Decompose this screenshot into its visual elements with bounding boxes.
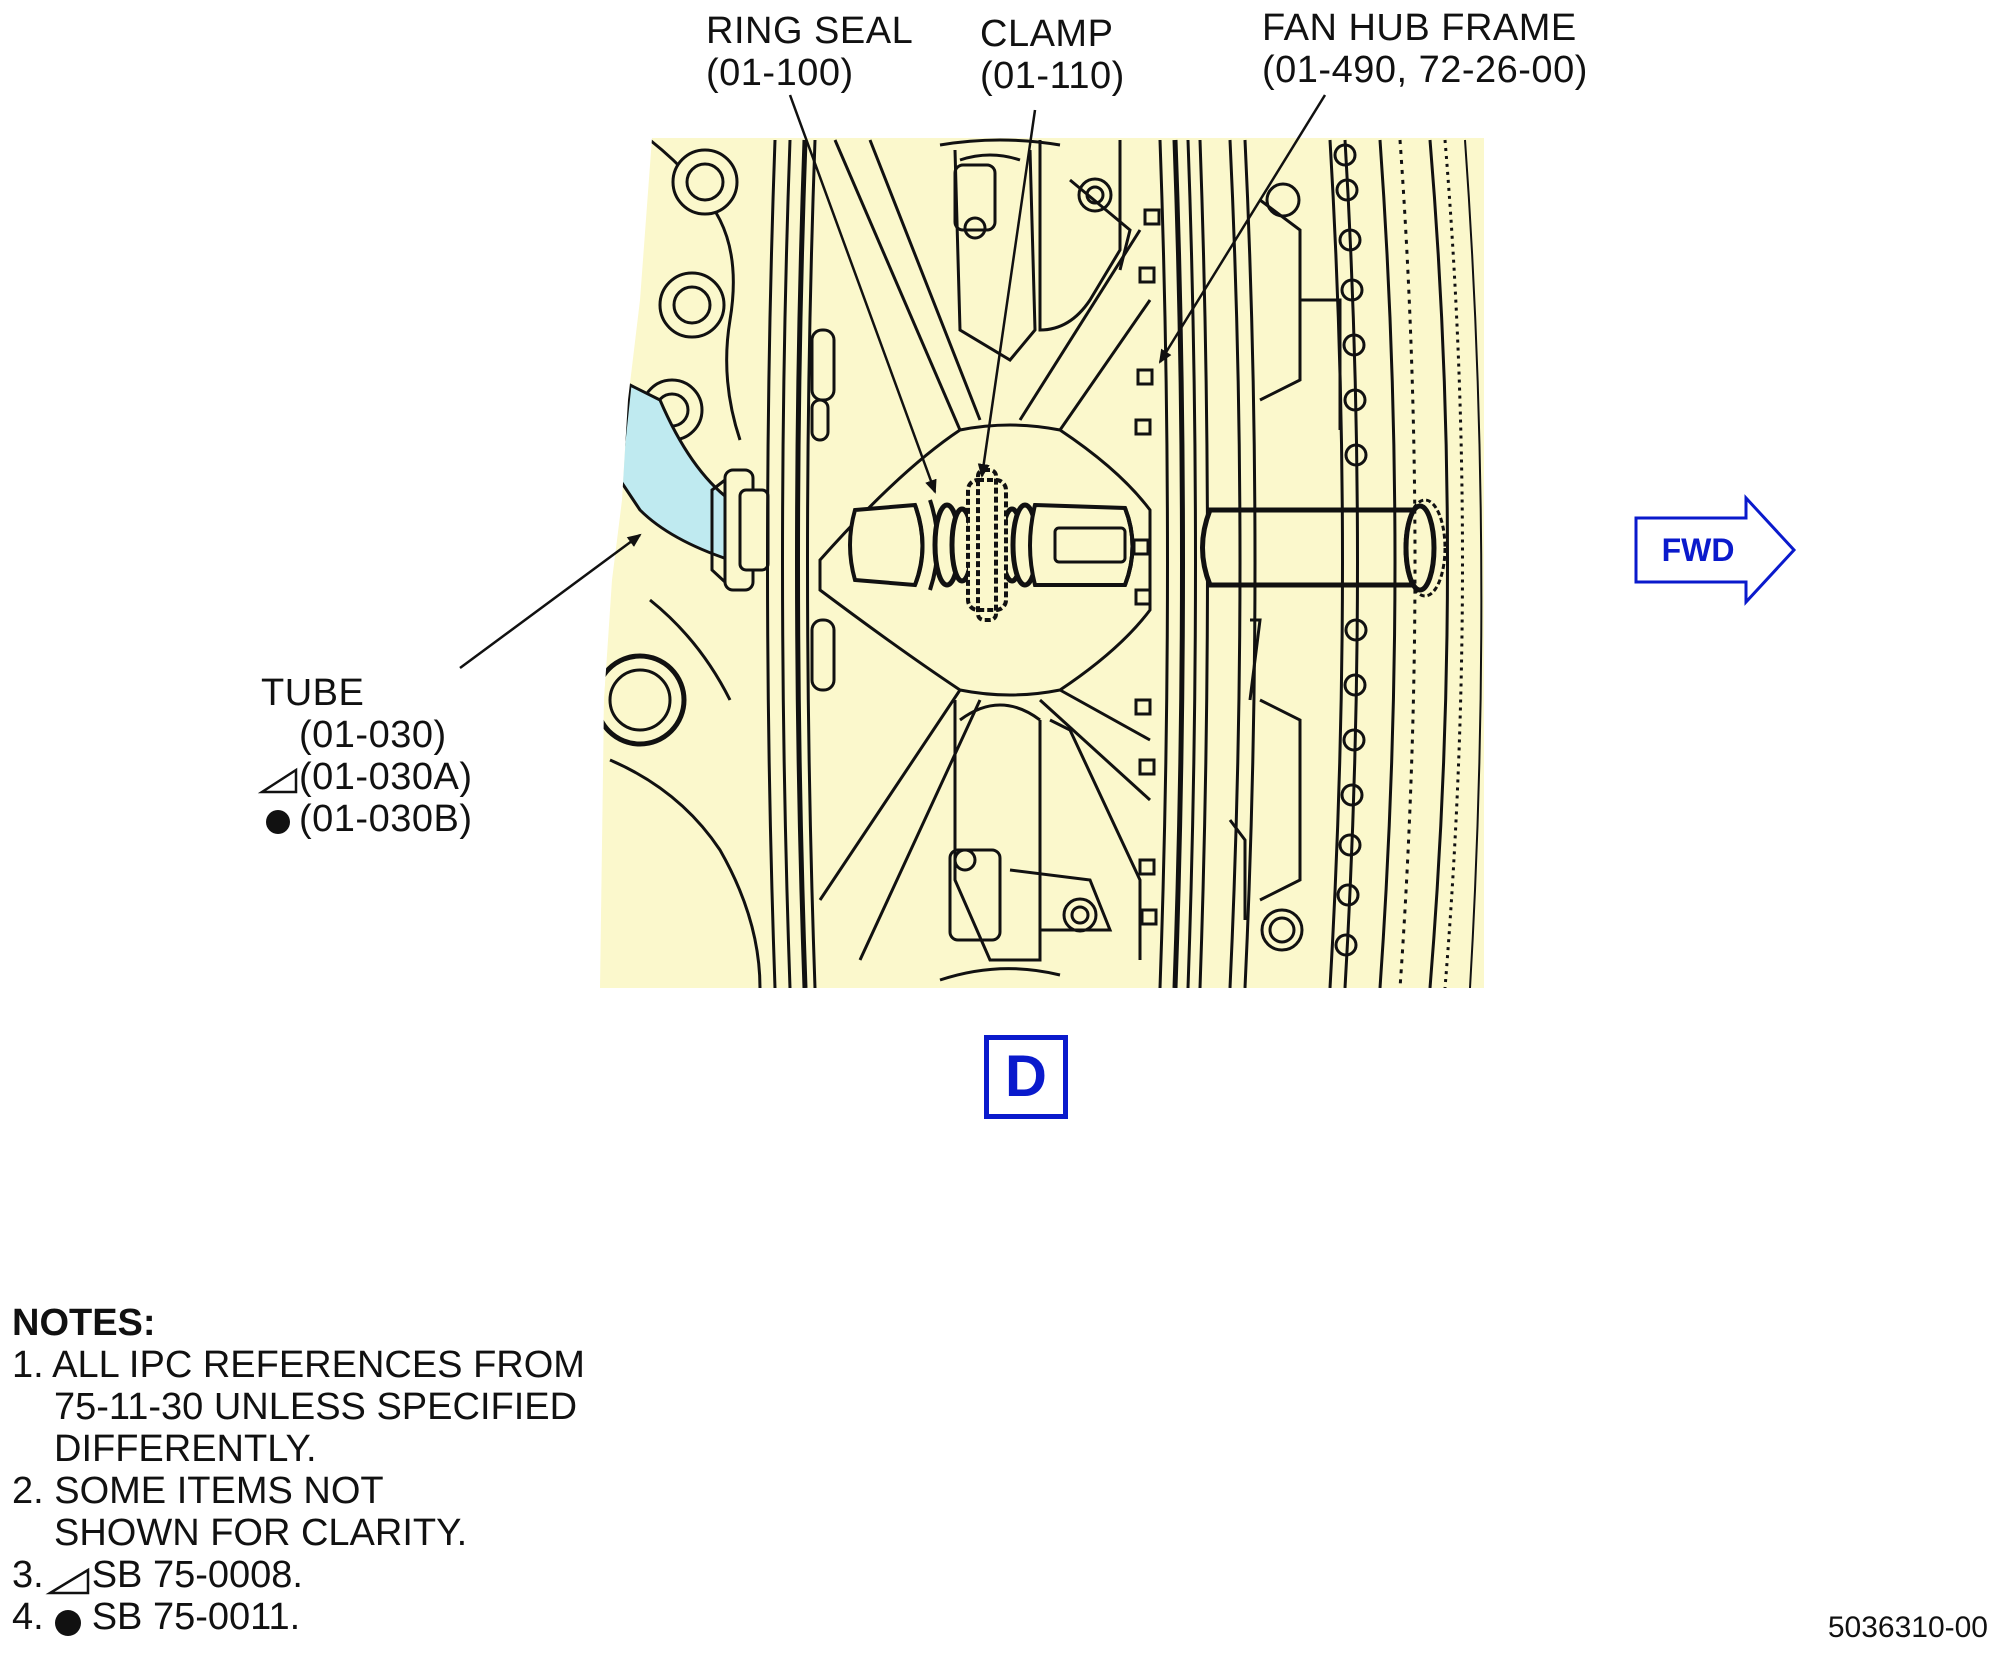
- ring-seal-ref: (01-100): [706, 52, 854, 94]
- tube-name: TUBE: [261, 672, 365, 714]
- note-2-line-1: 2. SOME ITEMS NOT: [12, 1470, 384, 1512]
- clamp-name: CLAMP: [980, 13, 1114, 55]
- note-2-line-2: SHOWN FOR CLARITY.: [54, 1512, 468, 1554]
- note-1-line-2: 75-11-30 UNLESS SPECIFIED: [54, 1386, 578, 1428]
- ring-seal-name: RING SEAL: [706, 10, 914, 52]
- ring-seal-label: RING SEAL (01-100): [706, 10, 913, 94]
- note-4: 4. SB 75-0011.: [12, 1596, 585, 1638]
- triangle-marker-icon: [45, 1567, 90, 1595]
- clamp-shape: [966, 468, 1008, 622]
- fan-hub-frame-name: FAN HUB FRAME: [1262, 7, 1577, 49]
- note-4-text: SB 75-0011.: [91, 1596, 301, 1638]
- clamp-ref: (01-110): [980, 55, 1125, 97]
- fan-hub-frame-ref: (01-490, 72-26-00): [1262, 49, 1588, 91]
- lower-bracket: [939, 700, 1142, 982]
- clamp-label: CLAMP (01-110): [980, 13, 1125, 97]
- clamp-leader: [977, 109, 1037, 478]
- fan-hub-tube: [1200, 498, 1447, 598]
- notes-block: NOTES: 1. ALL IPC REFERENCES FROM 75-11-…: [12, 1302, 585, 1638]
- case-ring-left: [766, 139, 817, 988]
- note-4-number: 4.: [12, 1596, 44, 1638]
- tube-ref-b: (01-030B): [299, 798, 473, 840]
- bolt-column: [1333, 143, 1368, 957]
- notes-title: NOTES:: [12, 1302, 156, 1344]
- tube-ref: (01-030): [299, 714, 447, 756]
- fan-hub-frame-leader: [1158, 94, 1327, 364]
- fwd-arrow-icon: [1634, 494, 1797, 606]
- hub-frame-plate: [810, 139, 1152, 961]
- fan-hub-frame-label: FAN HUB FRAME (01-490, 72-26-00): [1262, 7, 1588, 91]
- inner-tube-right: [1028, 502, 1135, 587]
- filled-circle-icon: [55, 1610, 81, 1636]
- leader-lines: [459, 94, 1327, 670]
- note-3-text: SB 75-0008.: [91, 1554, 303, 1596]
- right-frame-channels: [1228, 139, 1359, 988]
- frame-studs: [1132, 208, 1161, 926]
- tube-leader: [459, 533, 642, 670]
- figure-id: 5036310-00: [1827, 1611, 1988, 1644]
- tube-ref-a: (01-030A): [299, 756, 473, 798]
- ring-seal-leader: [788, 94, 937, 494]
- outer-edge: [1378, 139, 1483, 988]
- note-3-number: 3.: [12, 1554, 44, 1596]
- upper-bracket: [939, 138, 1132, 362]
- note-1-line-3: DIFFERENTLY.: [54, 1428, 317, 1470]
- note-3: 3. SB 75-0008.: [12, 1554, 585, 1596]
- tube-label: TUBE (01-030) (01-030A) (01-030B): [261, 672, 472, 840]
- view-label: D: [984, 1035, 1068, 1119]
- triangle-marker-icon: [257, 767, 298, 794]
- tube-fitting: [710, 468, 770, 592]
- note-1-line-1: 1. ALL IPC REFERENCES FROM: [12, 1344, 585, 1386]
- fwd-label: FWD: [1661, 532, 1735, 568]
- filled-circle-icon: [266, 810, 290, 834]
